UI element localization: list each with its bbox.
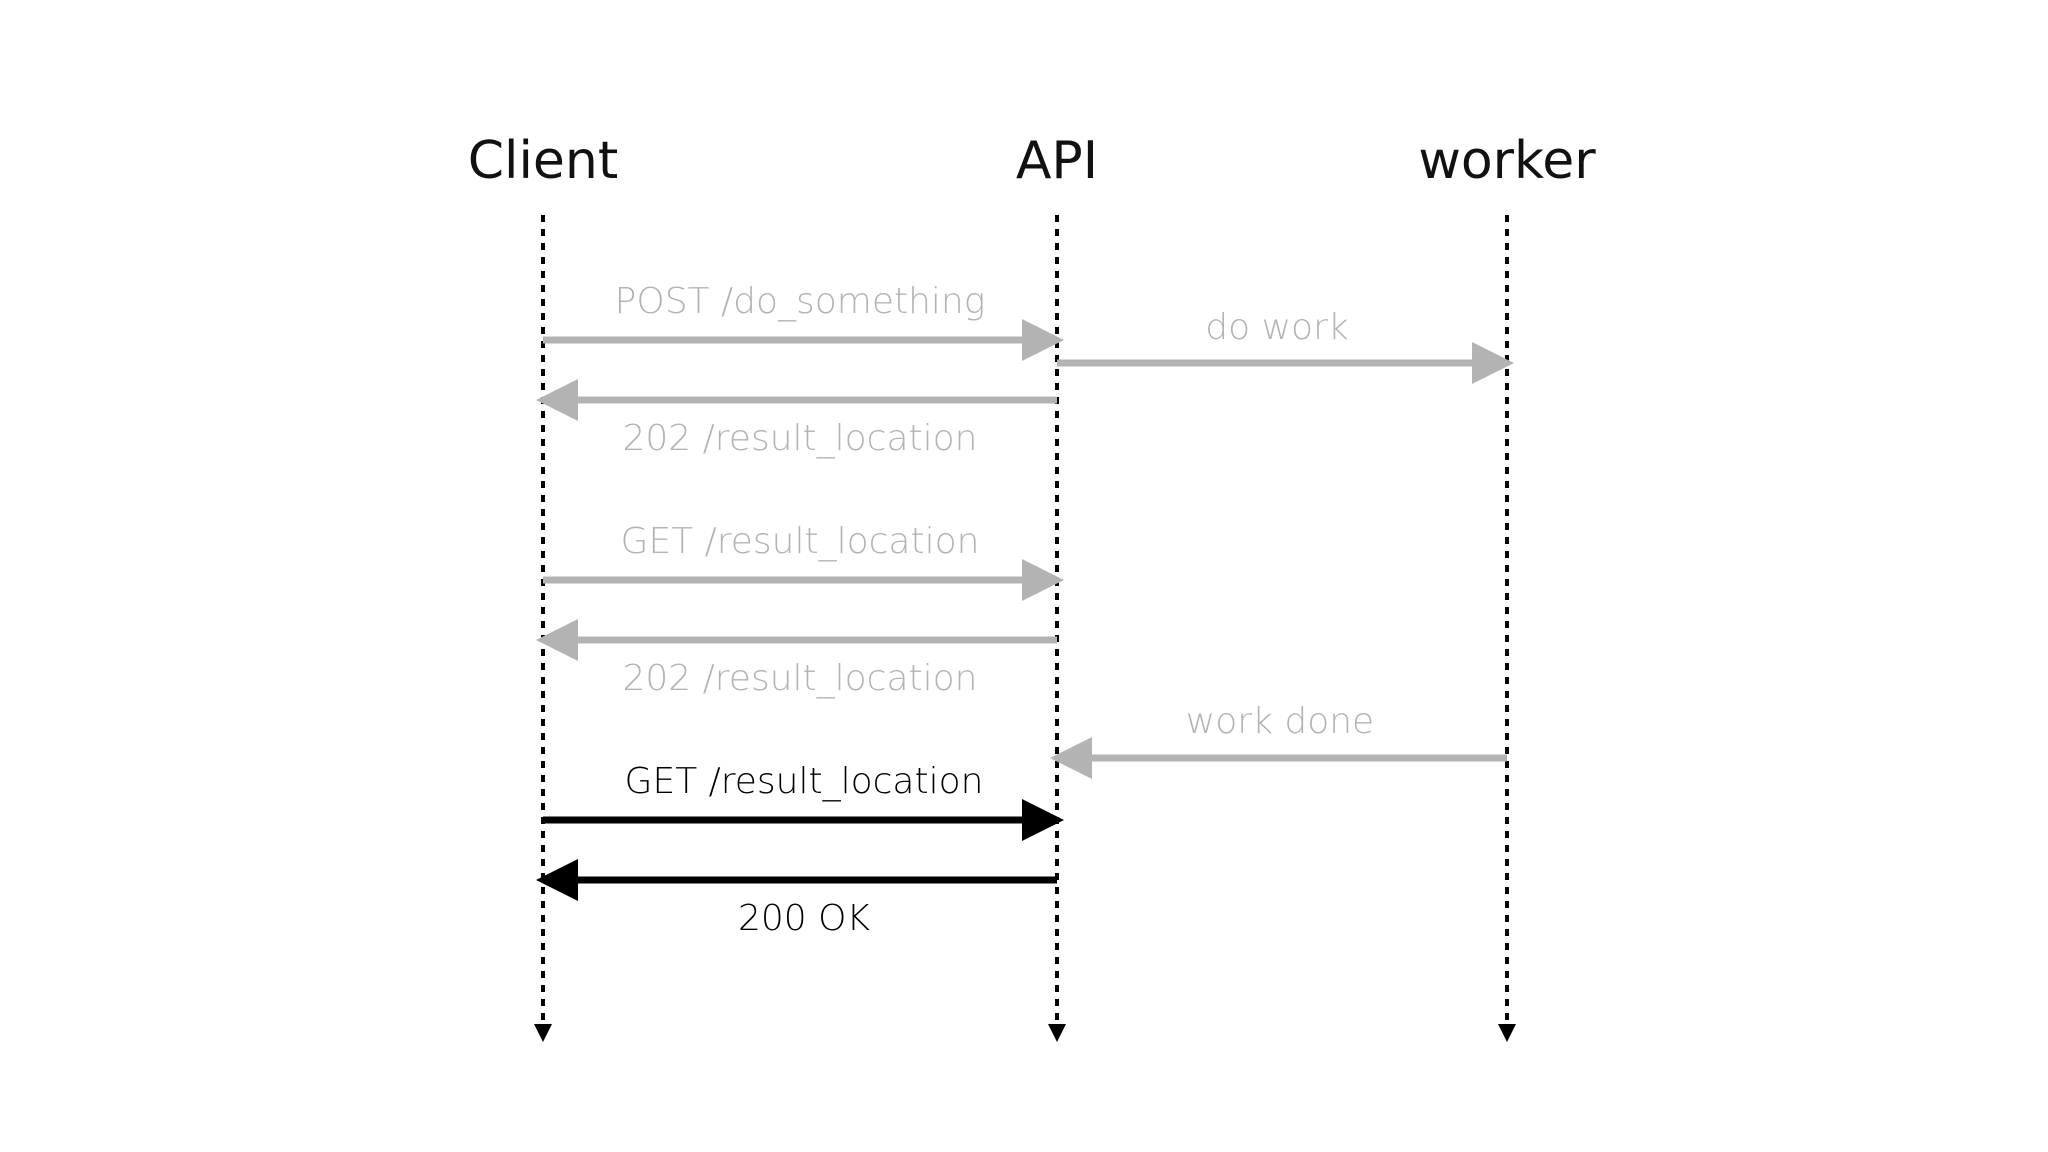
message-2: do work (1057, 307, 1514, 384)
message-7: GET /result_location (543, 761, 1064, 841)
message-label: POST /do_something (615, 281, 986, 322)
actor-label-worker: worker (1418, 131, 1596, 191)
lifeline-end-arrow-worker (1498, 1024, 1516, 1042)
message-8: 200 OK (536, 859, 1057, 939)
message-4: GET /result_location (543, 521, 1064, 601)
message-5: 202 /result_location (536, 619, 1057, 699)
message-1: POST /do_something (543, 281, 1064, 361)
actor-label-client: Client (468, 131, 619, 191)
lifelines (534, 215, 1516, 1042)
message-label: 202 /result_location (623, 658, 978, 699)
actor-label-api: API (1016, 131, 1098, 191)
message-label: do work (1205, 307, 1348, 348)
message-label: GET /result_location (625, 761, 984, 802)
lifeline-end-arrow-api (1048, 1024, 1066, 1042)
lifeline-end-arrow-client (534, 1024, 552, 1042)
message-label: 202 /result_location (623, 418, 978, 459)
message-label: work done (1186, 701, 1374, 742)
message-3: 202 /result_location (536, 379, 1057, 459)
message-6: work done (1050, 701, 1507, 779)
message-label: GET /result_location (621, 521, 980, 562)
message-label: 200 OK (738, 898, 870, 939)
